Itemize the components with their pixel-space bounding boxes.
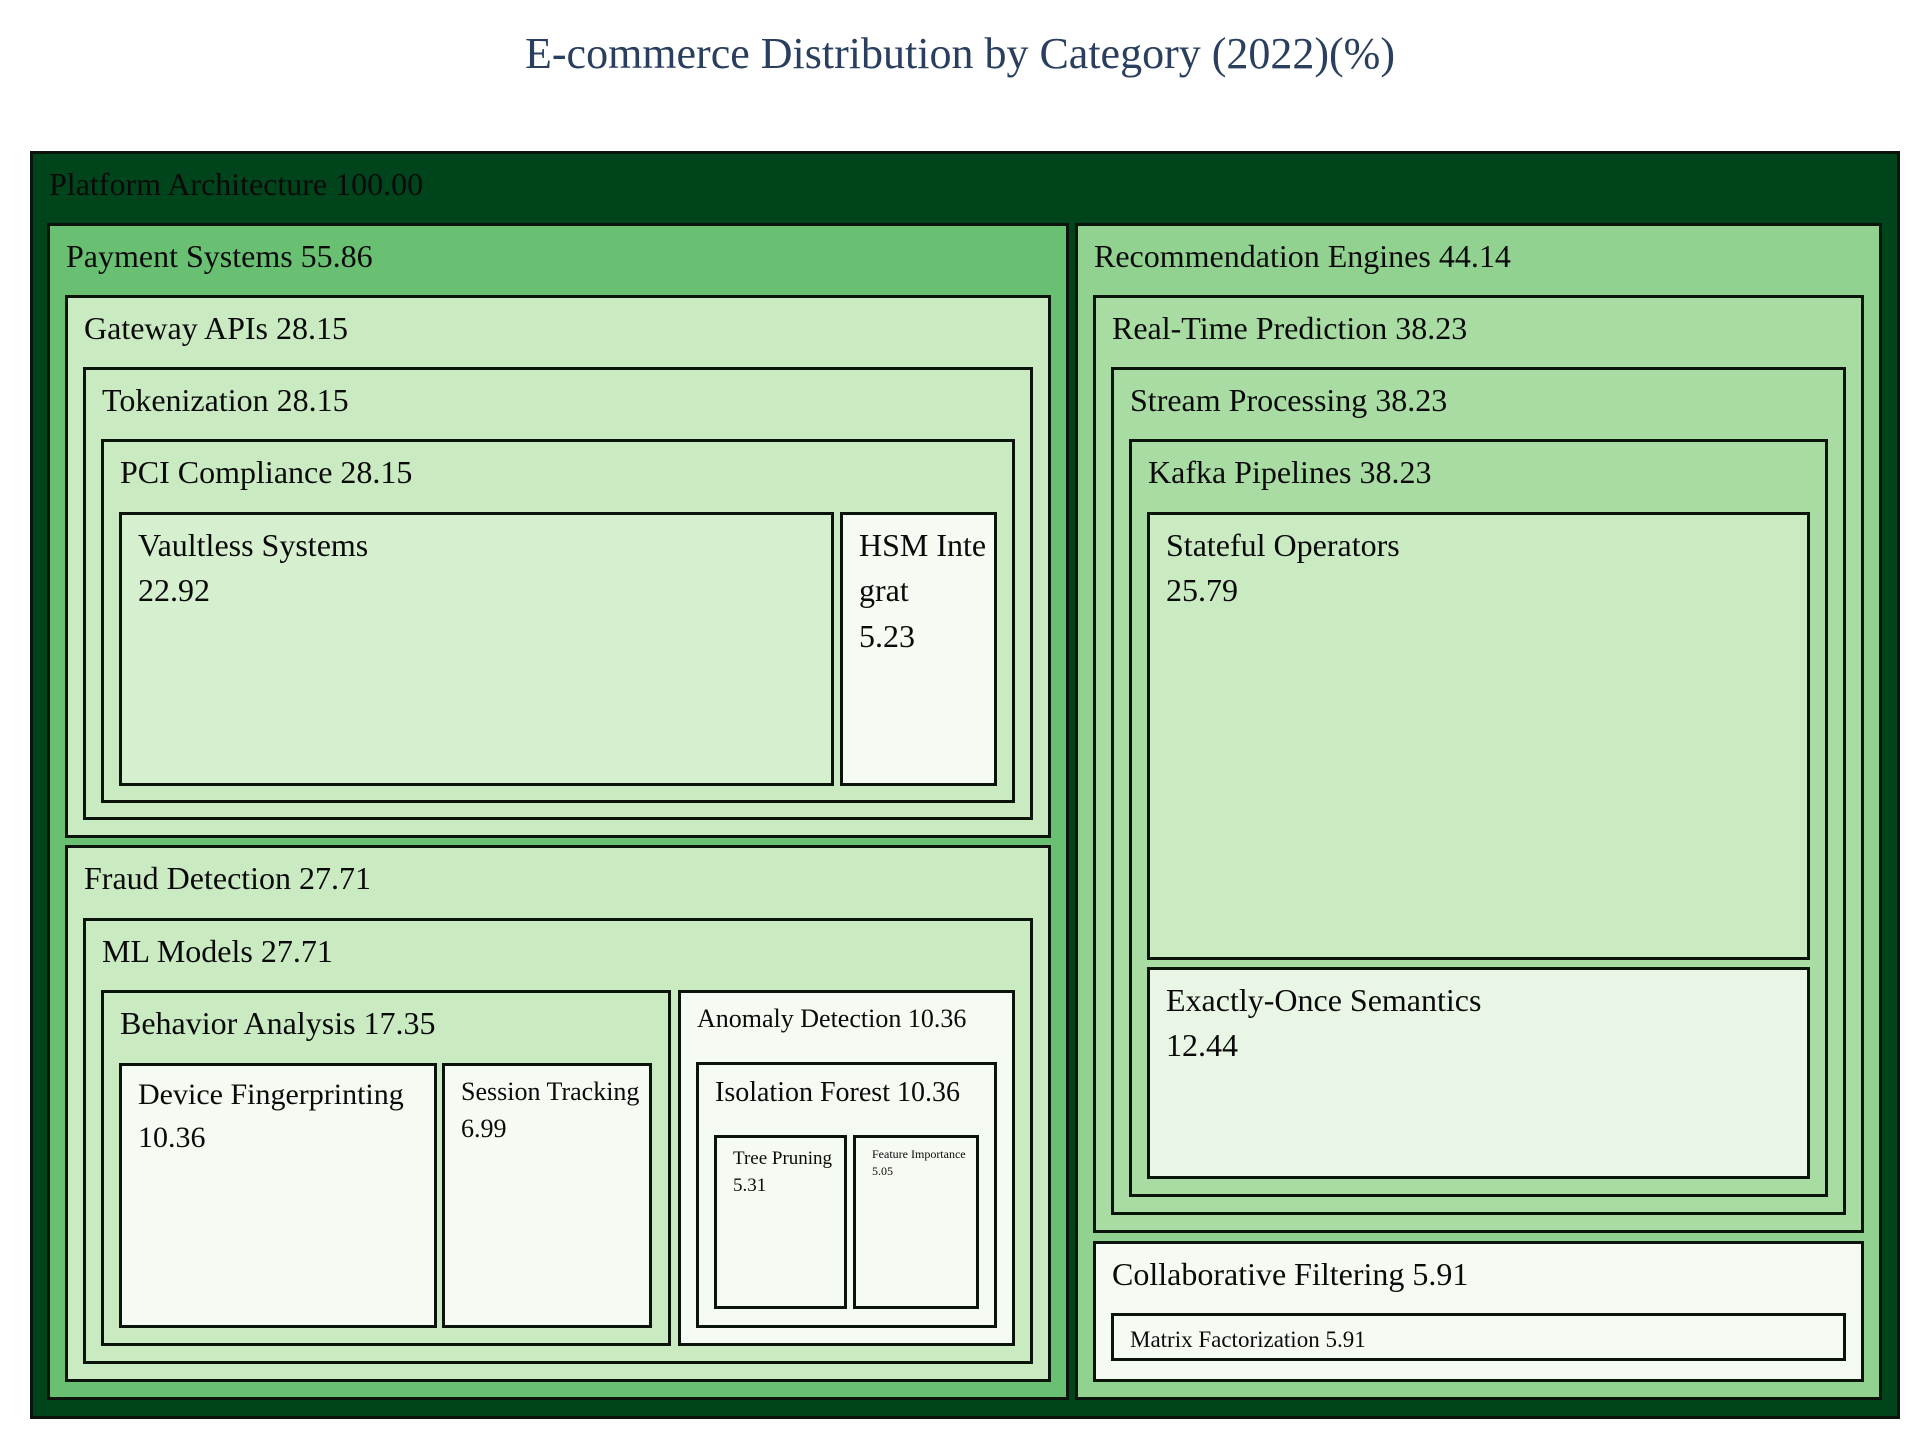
- treemap-label-value: 28.15: [276, 382, 349, 418]
- treemap-tile-session-tracking[interactable]: Session Tracking 6.99: [442, 1063, 652, 1328]
- treemap-label-value: 27.71: [260, 933, 333, 969]
- treemap-label-value: 5.23: [859, 617, 915, 654]
- treemap-label-value: 25.79: [1166, 572, 1238, 609]
- treemap-label: Tokenization 28.15: [102, 378, 1024, 423]
- treemap-label-value: 5.91: [1412, 1256, 1469, 1292]
- treemap-label: Tree Pruning 5.31: [733, 1146, 838, 1200]
- treemap-label: Collaborative Filtering 5.91: [1112, 1252, 1855, 1297]
- treemap-label-value: 55.86: [300, 238, 373, 274]
- treemap-label-name: Recommendation Engines: [1094, 238, 1431, 274]
- treemap-label-name: HSM Integrat: [859, 527, 987, 609]
- treemap-label-value: 44.14: [1438, 238, 1511, 274]
- treemap-label-value: 22.92: [138, 572, 210, 609]
- treemap-label: Platform Architecture 100.00: [49, 162, 1891, 207]
- treemap-label: Matrix Factorization 5.91: [1130, 1324, 1837, 1357]
- treemap-label: Device Fingerprinting 10.36: [138, 1074, 428, 1159]
- treemap-label-name: Matrix Factorization: [1130, 1327, 1320, 1352]
- treemap-label: Recommendation Engines 44.14: [1094, 234, 1873, 279]
- treemap-label-name: Anomaly Detection: [697, 1004, 902, 1033]
- treemap-label: Session Tracking 6.99: [461, 1074, 643, 1148]
- treemap-label: Feature Importance 5.05: [872, 1146, 970, 1180]
- treemap-label-name: Behavior Analysis: [120, 1005, 356, 1041]
- treemap-tile-device-fingerprinting[interactable]: Device Fingerprinting 10.36: [119, 1063, 437, 1328]
- treemap-label-value: 5.05: [872, 1164, 893, 1179]
- treemap-label-value: 100.00: [335, 166, 424, 202]
- treemap-label-value: 10.36: [907, 1004, 967, 1033]
- treemap-label: Fraud Detection 27.71: [84, 856, 1042, 901]
- treemap-label-value: 38.23: [1375, 382, 1448, 418]
- treemap-label: Vaultless Systems 22.92: [138, 523, 825, 614]
- treemap-label-name: Tree Pruning: [733, 1148, 833, 1169]
- treemap-label-value: 38.23: [1359, 454, 1432, 490]
- treemap-label-name: Isolation Forest: [715, 1077, 890, 1108]
- treemap-label-name: Kafka Pipelines: [1148, 454, 1352, 490]
- treemap-label-value: 5.31: [733, 1174, 767, 1196]
- treemap-label: Behavior Analysis 17.35: [120, 1001, 662, 1046]
- treemap-label-name: Payment Systems: [66, 238, 293, 274]
- treemap-label-value: 38.23: [1395, 310, 1468, 346]
- treemap-label-value: 12.44: [1166, 1027, 1238, 1064]
- treemap-label-value: 28.15: [340, 454, 413, 490]
- treemap-tile-stateful-operators[interactable]: Stateful Operators 25.79: [1147, 512, 1810, 960]
- treemap-label-value: 27.71: [299, 860, 372, 896]
- treemap-label: Gateway APIs 28.15: [84, 306, 1042, 351]
- treemap-tile-hsm-integrat[interactable]: HSM Integrat 5.23: [840, 512, 997, 786]
- treemap-label: Payment Systems 55.86: [66, 234, 1060, 279]
- treemap-label: PCI Compliance 28.15: [120, 450, 1006, 495]
- treemap-label: Stream Processing 38.23: [1130, 378, 1837, 423]
- treemap-label-name: Session Tracking: [461, 1077, 640, 1106]
- treemap-label-name: Platform Architecture: [49, 166, 328, 202]
- treemap-label-name: Exactly-Once Semantics: [1166, 982, 1482, 1018]
- treemap-tile-feature-importance[interactable]: Feature Importance 5.05: [853, 1135, 979, 1309]
- chart-title: E-commerce Distribution by Category (202…: [525, 29, 1395, 78]
- treemap-label-name: Gateway APIs: [84, 310, 268, 346]
- treemap-label: ML Models 27.71: [102, 929, 1024, 974]
- treemap-tile-matrix-factorization[interactable]: Matrix Factorization 5.91: [1111, 1313, 1846, 1361]
- treemap-label-value: 17.35: [363, 1005, 436, 1041]
- treemap-label: Anomaly Detection 10.36: [697, 1001, 1006, 1038]
- treemap-label: Isolation Forest 10.36: [715, 1073, 988, 1113]
- treemap-label-name: Stream Processing: [1130, 382, 1368, 418]
- treemap-tile-exactly-once-semantics[interactable]: Exactly-Once Semantics 12.44: [1147, 967, 1810, 1179]
- treemap-label-name: Feature Importance: [872, 1147, 966, 1161]
- treemap-label-value: 10.36: [897, 1077, 960, 1108]
- treemap-label: Real-Time Prediction 38.23: [1112, 306, 1855, 351]
- treemap-label-name: PCI Compliance: [120, 454, 333, 490]
- treemap-label-value: 6.99: [461, 1113, 507, 1143]
- treemap-label-name: Collaborative Filtering: [1112, 1256, 1405, 1292]
- treemap-label: Stateful Operators 25.79: [1166, 523, 1801, 614]
- treemap-tile-vaultless-systems[interactable]: Vaultless Systems 22.92: [119, 512, 834, 786]
- treemap-label-name: Fraud Detection: [84, 860, 292, 896]
- treemap-label: HSM Integrat 5.23: [859, 523, 988, 659]
- treemap-label-name: Tokenization: [102, 382, 269, 418]
- treemap-label-name: Stateful Operators: [1166, 527, 1400, 563]
- treemap-tile-tree-pruning[interactable]: Tree Pruning 5.31: [714, 1135, 847, 1309]
- treemap-label-name: Device Fingerprinting: [138, 1078, 404, 1111]
- treemap-label: Kafka Pipelines 38.23: [1148, 450, 1819, 495]
- treemap-label: Exactly-Once Semantics 12.44: [1166, 978, 1801, 1069]
- treemap-label-name: Real-Time Prediction: [1112, 310, 1388, 346]
- treemap-label-value: 5.91: [1325, 1327, 1366, 1352]
- treemap-label-name: ML Models: [102, 933, 253, 969]
- treemap-label-value: 10.36: [138, 1120, 206, 1154]
- treemap-label-name: Vaultless Systems: [138, 527, 369, 563]
- treemap-label-value: 28.15: [275, 310, 348, 346]
